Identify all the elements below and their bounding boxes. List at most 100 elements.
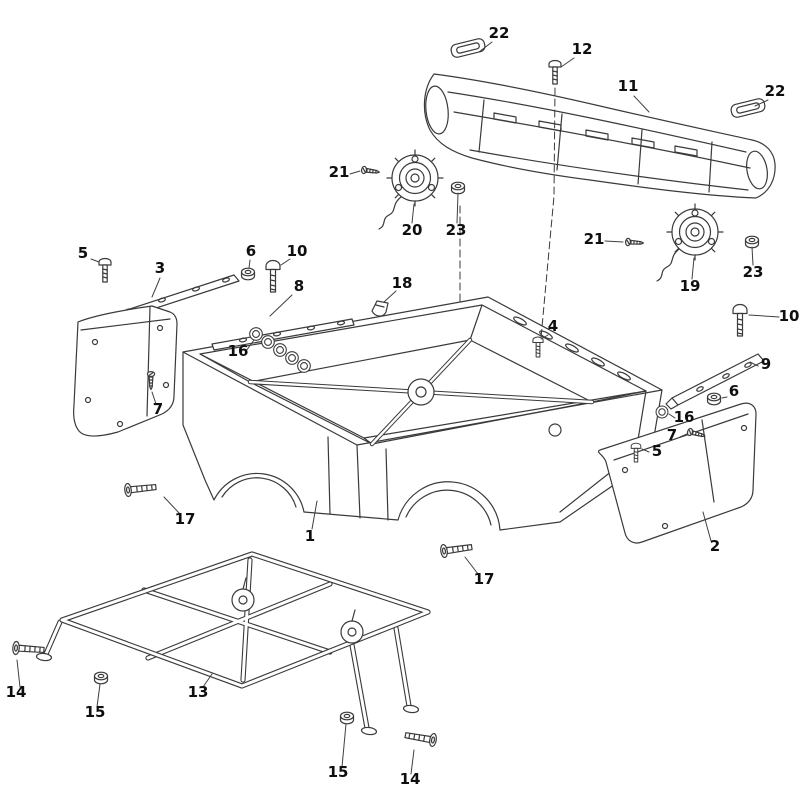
callout-label-16-22: 16 [674, 408, 695, 426]
nut-6-left [240, 267, 256, 281]
tail-light-left [378, 149, 444, 230]
bolt-5-left [98, 257, 112, 283]
reflector-right [729, 96, 767, 120]
callout-label-18-15: 18 [392, 274, 413, 292]
tail-light-right [656, 203, 724, 282]
callout-leader-18-15 [383, 290, 397, 303]
callout-label-10-19: 10 [779, 307, 800, 325]
grommet-16-right [655, 405, 669, 419]
callout-label-10-13: 10 [287, 242, 308, 260]
clip-18 [371, 300, 389, 317]
callout-leader-23-9 [751, 246, 754, 266]
callout-label-2-26: 2 [710, 537, 720, 555]
callout-label-16-16: 16 [228, 342, 249, 360]
wire-right [656, 248, 680, 282]
callout-label-11-2: 11 [618, 77, 639, 95]
callout-label-21-7: 21 [584, 230, 605, 248]
bolt-10-left [265, 259, 281, 293]
callout-label-20-5: 20 [402, 221, 423, 239]
callout-leader-15-31 [96, 683, 101, 708]
callout-leader-19-8 [691, 257, 695, 280]
callout-label-15-31: 15 [85, 703, 106, 721]
bolt-14-bottom [403, 728, 438, 748]
screw-21-right [624, 237, 645, 248]
callout-leader-7-23 [679, 433, 688, 438]
callout-leader-10-19 [748, 314, 780, 318]
callout-label-9-20: 9 [761, 355, 771, 373]
cargo-bed [182, 296, 663, 531]
callout-label-14-30: 14 [6, 683, 27, 701]
callout-leader-7-17 [151, 391, 157, 405]
callout-leader-21-7 [604, 240, 624, 243]
callout-label-17-28: 17 [474, 570, 495, 588]
callout-label-4-18: 4 [548, 317, 558, 335]
callout-leader-16-16 [245, 339, 255, 352]
cargo-rack [35, 551, 431, 736]
callout-label-23-6: 23 [446, 221, 467, 239]
callout-leader-3-11 [151, 277, 161, 298]
callout-label-19-8: 19 [680, 277, 701, 295]
callout-leader-1-25 [311, 500, 318, 530]
callout-leader-14-33 [410, 749, 415, 775]
nut-23-left [450, 181, 466, 195]
rear-bumper-fascia [423, 73, 776, 199]
wire-left [378, 196, 402, 230]
bed-rim-rail-8 [211, 318, 355, 351]
callout-label-15-32: 15 [328, 763, 349, 781]
screw-21-left [360, 165, 381, 177]
callout-label-12-1: 12 [572, 40, 593, 58]
callout-leader-14-30 [16, 659, 21, 688]
bolt-17-left [123, 480, 158, 498]
callout-label-7-23: 7 [667, 426, 677, 444]
caster-wheel-right [340, 609, 364, 644]
callout-label-8-14: 8 [294, 277, 304, 295]
callout-label-6-21: 6 [729, 382, 739, 400]
nut-6-right [706, 392, 722, 406]
callout-leader-16-22 [668, 413, 676, 419]
callout-leader-6-12 [248, 259, 251, 269]
callout-leader-6-21 [721, 396, 728, 399]
callout-label-5-24: 5 [652, 442, 662, 460]
callout-label-3-11: 3 [155, 259, 165, 277]
nut-15-bottom [339, 711, 355, 725]
callout-leader-21-4 [349, 170, 361, 175]
callout-label-14-33: 14 [400, 770, 421, 788]
nut-23-right [744, 235, 760, 249]
callout-leader-15-32 [341, 723, 347, 768]
alignment-dash-lines [459, 87, 556, 339]
callout-leader-5-24 [641, 448, 650, 453]
nut-15-left [93, 671, 109, 685]
callout-leader-20-5 [411, 203, 415, 224]
callout-leader-22-3 [754, 99, 769, 107]
callout-label-5-10: 5 [78, 244, 88, 262]
callout-leader-17-28 [464, 556, 479, 575]
callout-leader-12-1 [560, 57, 575, 68]
callout-leader-22-0 [478, 41, 493, 53]
side-panel-right [597, 402, 757, 544]
side-panel-left [73, 305, 178, 437]
side-rail-right [665, 353, 765, 410]
callout-leader-23-6 [456, 192, 459, 224]
callout-leader-11-2 [633, 95, 650, 113]
callout-leader-2-26 [702, 511, 712, 542]
callout-leader-10-13 [280, 258, 291, 266]
callout-leader-4-18 [540, 334, 549, 340]
bolt-10-right [732, 303, 748, 337]
callout-label-21-4: 21 [329, 163, 350, 181]
reflector-left [449, 36, 487, 60]
callout-label-17-27: 17 [175, 510, 196, 528]
callout-label-22-3: 22 [765, 82, 786, 100]
callout-label-23-9: 23 [743, 263, 764, 281]
callout-leader-17-27 [163, 496, 181, 515]
caster-wheel-left [231, 577, 255, 612]
callout-label-6-12: 6 [246, 242, 256, 260]
callout-label-7-17: 7 [153, 400, 163, 418]
callout-label-13-29: 13 [188, 683, 209, 701]
bolt-12 [548, 59, 562, 85]
callout-label-1-25: 1 [305, 527, 315, 545]
bolt-17-right [439, 540, 474, 559]
callout-leader-9-20 [749, 361, 759, 367]
